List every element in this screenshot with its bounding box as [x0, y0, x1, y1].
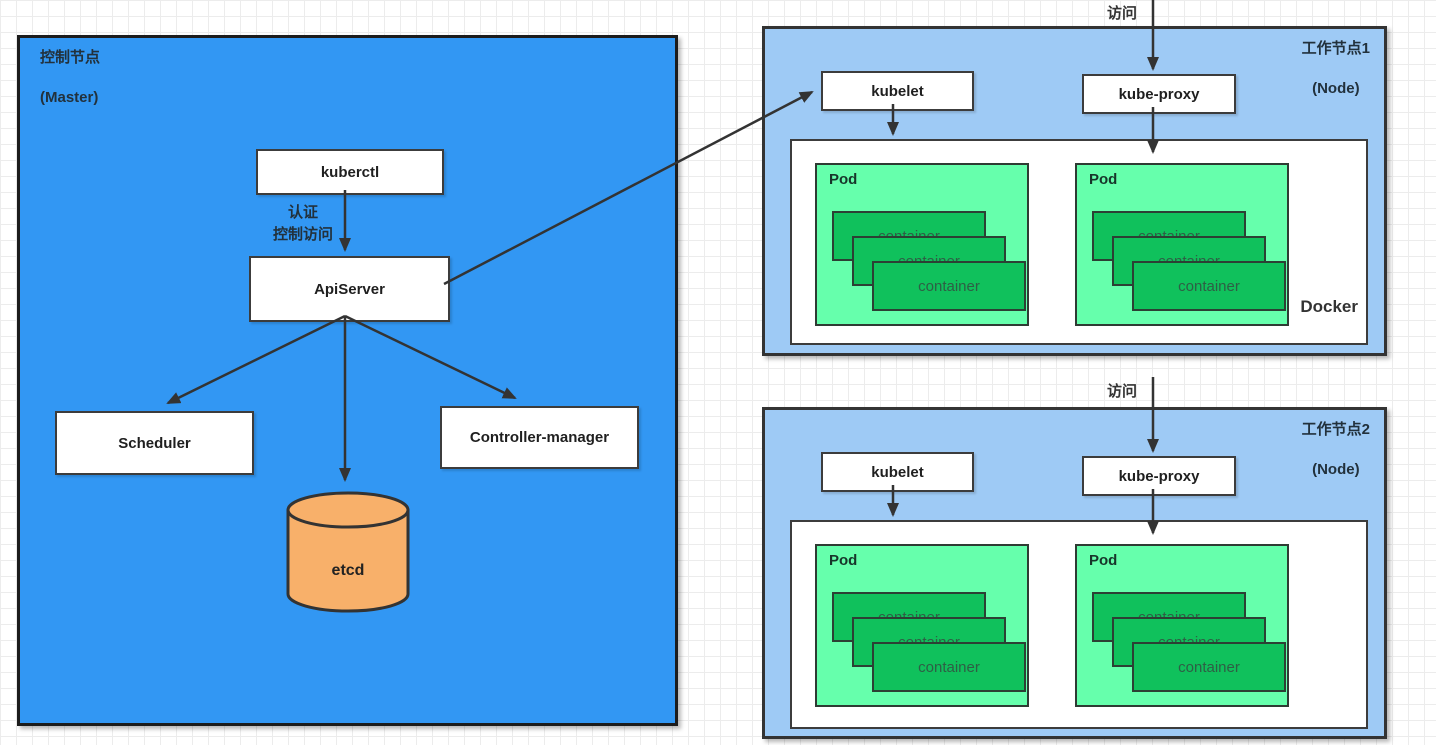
node2-pod-2: Pod container container container	[1075, 544, 1289, 707]
auth-label-line2: 控制访问	[272, 226, 333, 243]
worker-node-1-title-line1: 工作节点1	[1301, 40, 1370, 57]
node2-pod-2-label: Pod	[1089, 552, 1118, 569]
controller-manager-label: Controller-manager	[469, 429, 610, 446]
scheduler-box: Scheduler	[55, 411, 254, 475]
node1-pod-1: Pod container container container	[815, 163, 1029, 326]
node2-kubelet-label: kubelet	[871, 463, 924, 481]
node2-docker-box: Pod container container container Pod co…	[790, 520, 1368, 729]
etcd-cylinder-body	[286, 510, 410, 613]
node1-kube-proxy-label: kube-proxy	[1118, 85, 1200, 103]
etcd-cylinder: etcd	[286, 491, 410, 613]
controller-manager-box: Controller-manager	[440, 406, 639, 469]
worker-node-2-title-line1: 工作节点2	[1301, 421, 1370, 438]
node1-pod-2-label: Pod	[1089, 171, 1118, 188]
container-box: container	[872, 261, 1026, 311]
master-title-line2: (Master)	[40, 89, 99, 106]
master-title-line1: 控制节点	[40, 49, 101, 66]
worker-node-2-title: 工作节点2 (Node)	[1302, 420, 1370, 480]
container-box: container	[1132, 261, 1286, 311]
auth-access-label: 认证 控制访问	[253, 202, 353, 246]
node2-kube-proxy-label: kube-proxy	[1118, 467, 1200, 485]
node1-kubelet-box: kubelet	[821, 71, 974, 111]
worker-node-2-box: 工作节点2 (Node) kubelet kube-proxy Pod cont…	[762, 407, 1387, 739]
node1-docker-box: Pod container container container Pod co…	[790, 139, 1368, 345]
etcd-label: etcd	[332, 562, 365, 579]
master-title: 控制节点 (Master)	[40, 48, 100, 108]
worker-node-2-title-line2: (Node)	[1312, 461, 1360, 478]
node1-docker-label: Docker	[1300, 297, 1358, 316]
node1-visit-label: 访问	[1106, 5, 1137, 22]
node1-kubelet-label: kubelet	[871, 82, 924, 100]
kuberctl-label: kuberctl	[320, 163, 380, 181]
node2-pod-1-label: Pod	[829, 552, 858, 569]
node2-kubelet-box: kubelet	[821, 452, 974, 492]
master-node-box: 控制节点 (Master) kuberctl 认证 控制访问 ApiServer…	[17, 35, 678, 726]
container-box: container	[872, 642, 1026, 692]
node2-pod-1: Pod container container container	[815, 544, 1029, 707]
node1-pod-1-label: Pod	[829, 171, 858, 188]
node2-kube-proxy-box: kube-proxy	[1082, 456, 1236, 496]
container-box: container	[1132, 642, 1286, 692]
worker-node-1-box: 工作节点1 (Node) kubelet kube-proxy Pod cont…	[762, 26, 1387, 356]
worker-node-1-title-line2: (Node)	[1312, 80, 1360, 97]
apiserver-label: ApiServer	[314, 280, 385, 298]
auth-label-line1: 认证	[287, 204, 318, 221]
apiserver-box: ApiServer	[249, 256, 450, 322]
kuberctl-box: kuberctl	[256, 149, 444, 195]
scheduler-label: Scheduler	[118, 434, 191, 452]
node1-kube-proxy-box: kube-proxy	[1082, 74, 1236, 114]
node1-pod-2: Pod container container container	[1075, 163, 1289, 326]
node2-visit-label: 访问	[1106, 383, 1137, 400]
worker-node-1-title: 工作节点1 (Node)	[1302, 39, 1370, 99]
etcd-cylinder-top	[286, 491, 410, 529]
